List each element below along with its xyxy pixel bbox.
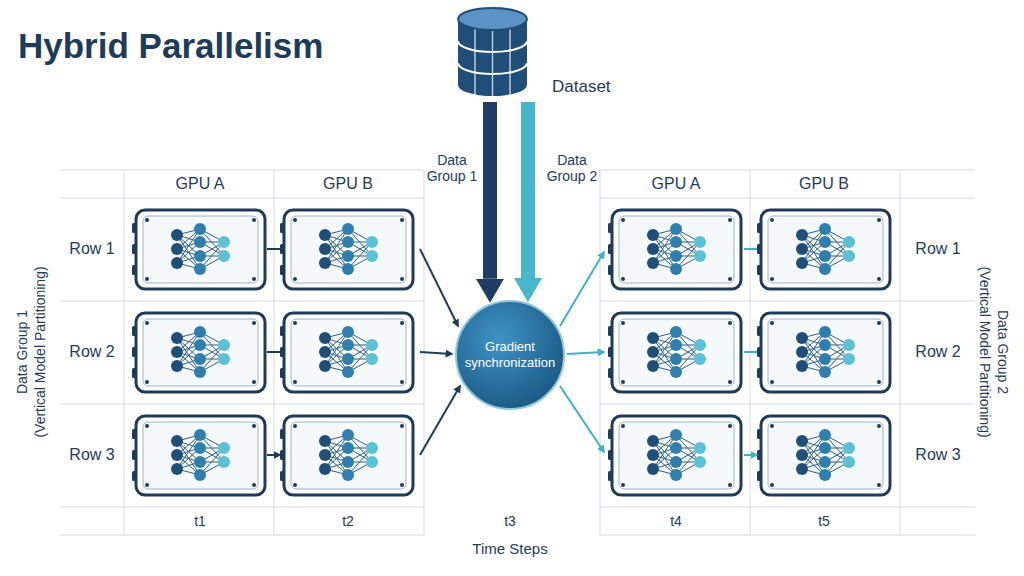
- flow-arrow: [483, 102, 497, 279]
- column-header: GPU B: [799, 175, 849, 193]
- group-label: Data Group 2: [995, 310, 1011, 394]
- dataset-cylinder: Dataset: [455, 5, 530, 100]
- time-step: t2: [342, 513, 354, 529]
- time-step: t1: [194, 513, 206, 529]
- sync-circle: Gradient synchronization: [455, 300, 565, 410]
- row-label: Row 1: [915, 240, 960, 258]
- flow-arrow: [521, 102, 535, 278]
- diagram-title: Hybrid Parallelism: [18, 26, 323, 66]
- pipeline-arrows: [267, 249, 757, 455]
- column-header: GPU B: [323, 175, 373, 193]
- group-note: (Vertical Model Partitioning): [977, 266, 993, 437]
- time-step: t4: [670, 513, 682, 529]
- row-label: Row 3: [915, 446, 960, 464]
- dataset-cylinder-outline: [455, 5, 530, 100]
- node-label: Dataset: [552, 77, 611, 97]
- row-label: Row 2: [915, 343, 960, 361]
- column-header: GPU A: [652, 175, 701, 193]
- column-header: GPU A: [176, 175, 225, 193]
- group-label: Data Group 1: [14, 310, 30, 394]
- row-label: Row 2: [69, 343, 114, 361]
- edge-label: Data Group 1: [422, 152, 482, 184]
- axis-label: Time Steps: [472, 540, 547, 557]
- row-label: Row 1: [69, 240, 114, 258]
- node-label: Gradient synchronization: [459, 339, 561, 370]
- time-step: t5: [818, 513, 830, 529]
- sync-arrows: [420, 249, 604, 455]
- gpu-cards: [132, 210, 890, 495]
- grid-lines: [60, 170, 975, 535]
- time-step: t3: [504, 513, 516, 529]
- edge-label: Data Group 2: [542, 152, 602, 184]
- group-note: (Vertical Model Partitioning): [32, 266, 48, 437]
- row-label: Row 3: [69, 446, 114, 464]
